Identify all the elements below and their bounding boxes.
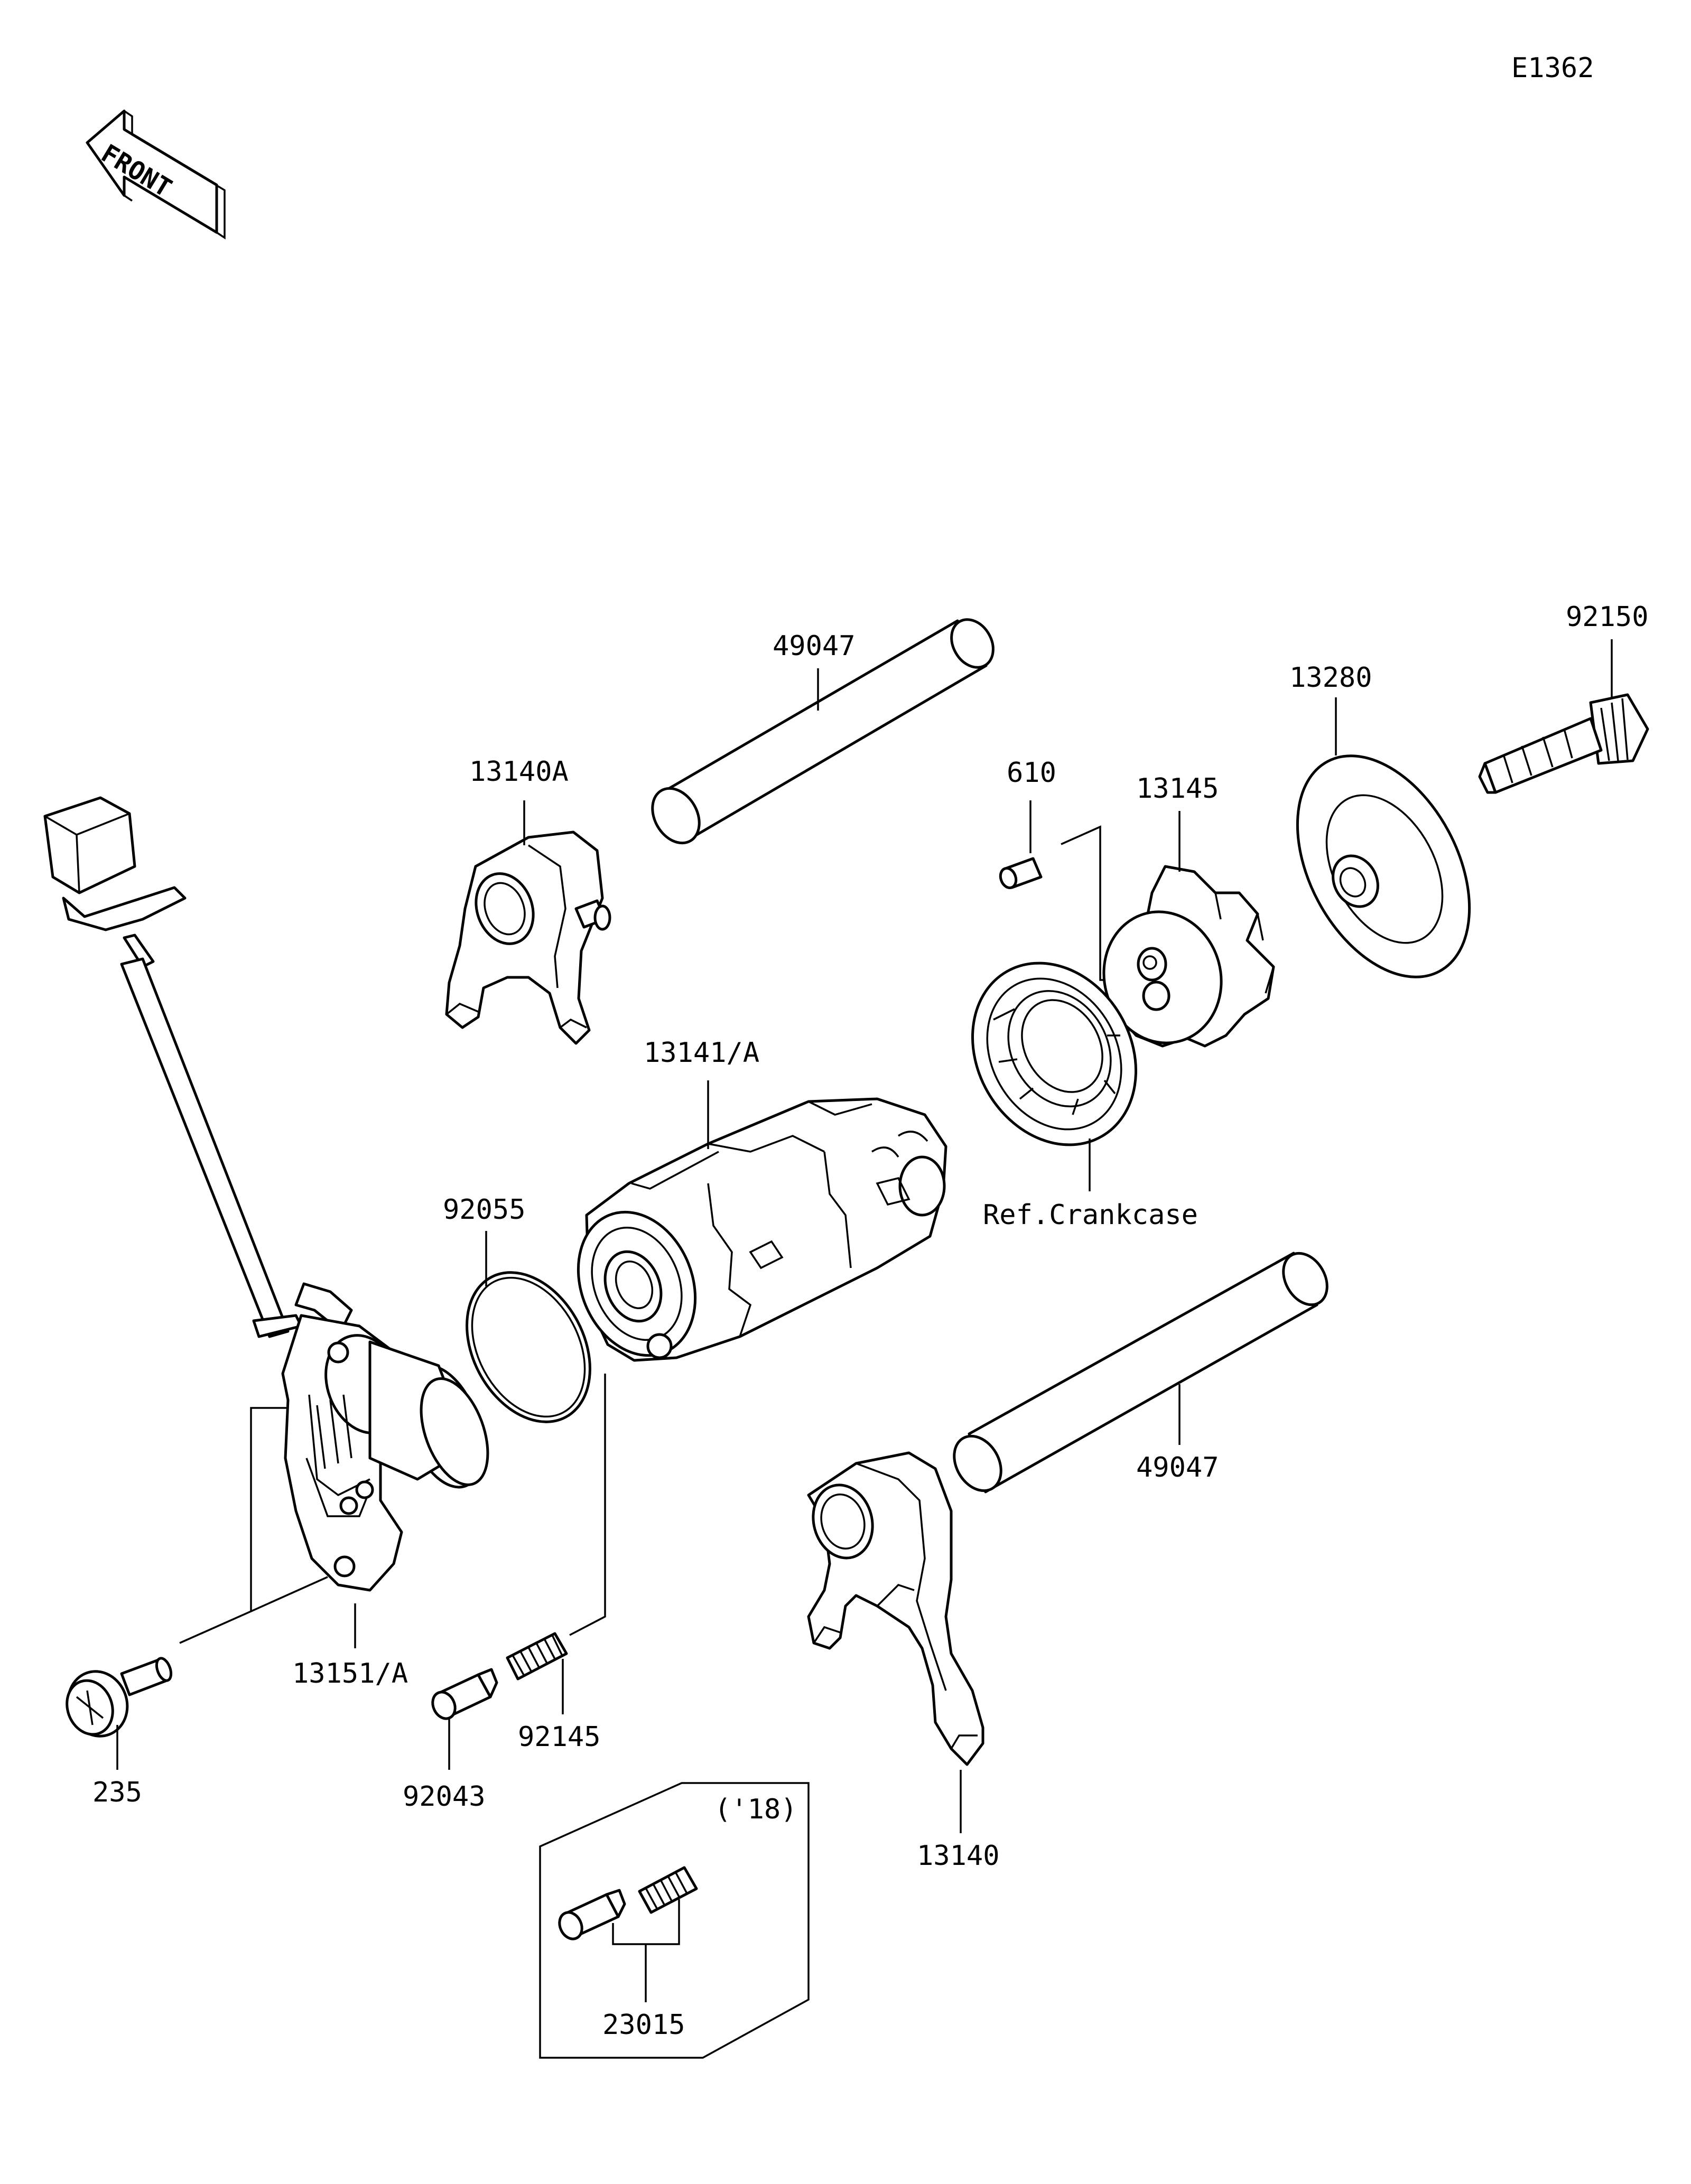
label-235: 235 (92, 1777, 142, 1808)
inset-year-note: ('18) (714, 1794, 797, 1825)
leader-13151A-bolt (179, 1407, 288, 1644)
label-13140: 13140 (917, 1840, 1000, 1872)
leader-13151A-hole (250, 1576, 328, 1612)
fork-13140A (445, 830, 611, 1045)
inset-box-18: ('18) 23015 (539, 1782, 810, 2059)
label-13140A: 13140A (469, 756, 569, 788)
screw-235 (66, 1657, 173, 1738)
diagram-code: E1362 (1511, 52, 1594, 84)
label-49047-top: 49047 (773, 630, 856, 662)
label-13141A: 13141/A (644, 1037, 759, 1069)
shaft-49047-bottom (953, 1252, 1328, 1494)
inset-frame (539, 1782, 810, 2059)
pin-610 (999, 857, 1043, 889)
pin-92043 (431, 1668, 498, 1720)
leader-92145-bracket (569, 1374, 606, 1636)
plate-13280 (1296, 754, 1471, 978)
label-13145: 13145 (1136, 773, 1219, 805)
label-13280: 13280 (1289, 662, 1372, 694)
front-arrow-icon: FRONT (86, 109, 226, 240)
label-49047-bottom: 49047 (1136, 1452, 1219, 1483)
shaft-49047-top (651, 618, 995, 845)
bearing-ref-crankcase (971, 962, 1137, 1146)
label-610: 610 (1007, 757, 1056, 789)
label-23015: 23015 (602, 2009, 685, 2041)
fork-13140 (807, 1451, 984, 1766)
label-92145: 92145 (518, 1721, 601, 1753)
label-92150: 92150 (1566, 601, 1649, 633)
sensor-13151A (43, 796, 489, 1592)
label-ref-crankcase: Ref.Crankcase (983, 1199, 1198, 1231)
label-92043: 92043 (403, 1781, 486, 1813)
label-92055: 92055 (443, 1194, 526, 1226)
spring-92145 (506, 1632, 568, 1681)
label-13151A: 13151/A (292, 1658, 408, 1690)
oring-92055 (466, 1271, 591, 1423)
drum-13141A (577, 1097, 947, 1362)
bolt-92150 (1478, 693, 1649, 794)
cam-13145 (1102, 865, 1275, 1048)
